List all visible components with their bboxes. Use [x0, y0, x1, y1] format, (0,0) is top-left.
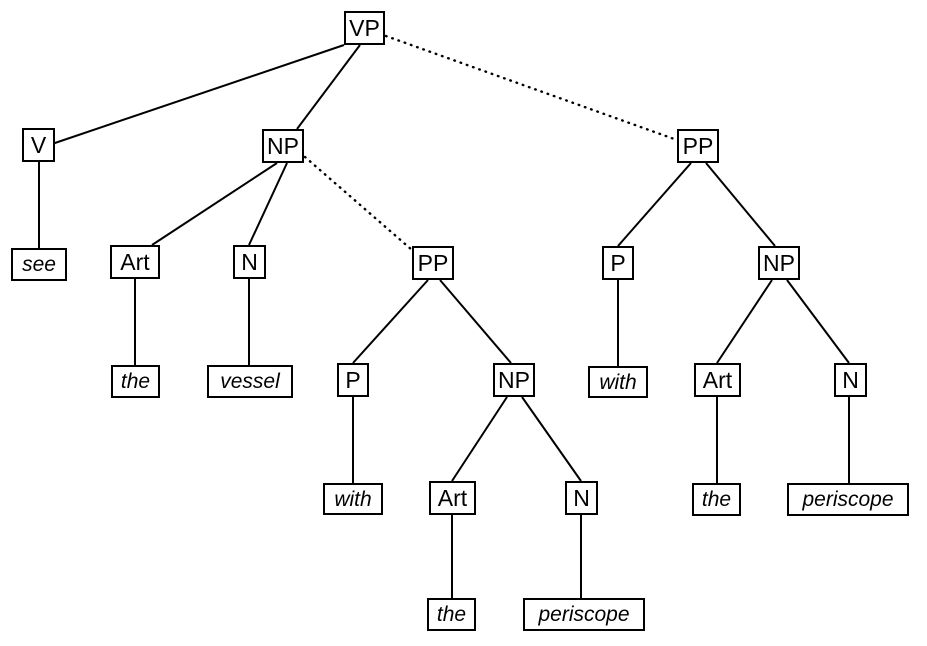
- category-node-art1: Art: [110, 245, 160, 279]
- terminal-node-vessel: vessel: [207, 365, 293, 398]
- tree-edge-pp_right-to-np_right: [705, 162, 776, 247]
- category-node-pp_right: PP: [677, 129, 719, 163]
- category-node-np_right: NP: [758, 246, 800, 280]
- tree-edge-np1-to-n1: [248, 162, 288, 246]
- category-node-np1: NP: [262, 129, 304, 163]
- terminal-node-peri_r: periscope: [787, 483, 909, 516]
- category-node-n1: N: [233, 245, 266, 279]
- category-node-n_r: N: [834, 363, 867, 397]
- tree-edge-pp_right-to-p_right: [617, 162, 692, 247]
- terminal-node-the_m: the: [427, 598, 476, 631]
- terminal-node-see: see: [11, 248, 67, 281]
- category-node-art_r: Art: [694, 363, 741, 397]
- terminal-node-with_r: with: [588, 366, 648, 398]
- terminal-node-the_r: the: [692, 483, 741, 516]
- tree-edge-np1-to-pp_mid: [303, 155, 414, 252]
- category-node-p_mid: P: [337, 363, 369, 397]
- terminal-node-the1: the: [111, 365, 160, 398]
- tree-edge-np1-to-art1: [151, 162, 278, 246]
- category-node-v: V: [22, 128, 55, 162]
- tree-edge-np_mid-to-n_m: [521, 396, 582, 482]
- tree-edge-vp-to-np1: [296, 44, 361, 130]
- terminal-node-peri_m: periscope: [523, 598, 645, 631]
- category-node-art_m: Art: [429, 481, 476, 515]
- tree-edge-np_right-to-art_r: [716, 279, 773, 364]
- category-node-np_mid: NP: [493, 363, 535, 397]
- terminal-node-with_m: with: [323, 483, 383, 515]
- tree-edge-pp_mid-to-np_mid: [439, 279, 512, 364]
- category-node-vp: VP: [344, 11, 385, 45]
- category-node-n_m: N: [565, 481, 598, 515]
- tree-edge-pp_mid-to-p_mid: [352, 279, 429, 364]
- tree-edge-np_right-to-n_r: [786, 279, 850, 364]
- category-node-p_right: P: [602, 246, 634, 280]
- tree-edge-np_mid-to-art_m: [451, 396, 508, 482]
- tree-edge-vp-to-pp_right: [384, 34, 679, 142]
- category-node-pp_mid: PP: [412, 246, 454, 280]
